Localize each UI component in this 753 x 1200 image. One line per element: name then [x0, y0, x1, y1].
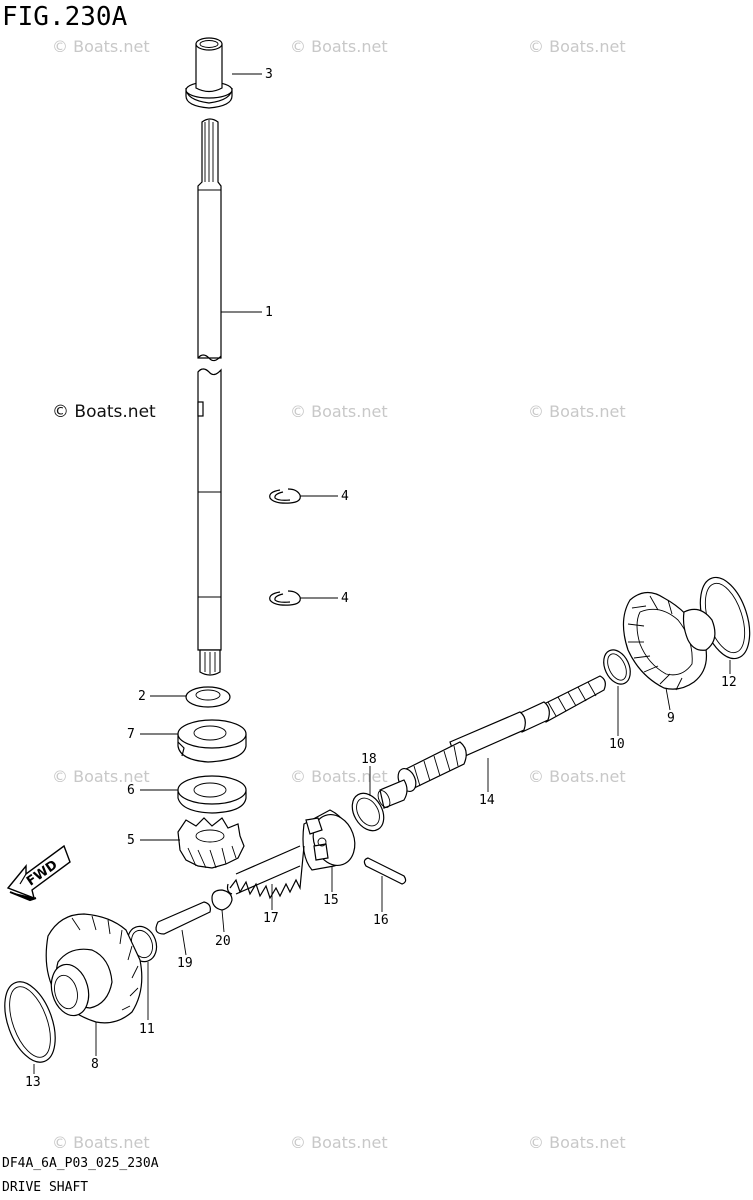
callout-10: 10 [609, 737, 625, 752]
watermark: © Boats.net [290, 37, 388, 56]
part-1-drive-shaft [197, 118, 222, 676]
leader-lines [33, 73, 731, 1074]
watermark: © Boats.net [528, 767, 626, 786]
callout-3: 3 [265, 67, 273, 82]
callout-15: 15 [323, 893, 339, 908]
part-2-washer [185, 686, 231, 708]
callout-9: 9 [667, 711, 675, 726]
part-17-spring [226, 845, 305, 900]
figure-name: DRIVE SHAFT [2, 1180, 89, 1195]
watermark: © Boats.net [528, 402, 626, 421]
part-9-reverse-gear [622, 591, 716, 691]
callout-1: 1 [265, 305, 273, 320]
watermark: © Boats.net [290, 767, 388, 786]
callout-5: 5 [127, 833, 135, 848]
part-4-circlip-upper [269, 488, 301, 504]
watermark: © Boats.net [528, 1133, 626, 1152]
callout-12: 12 [721, 675, 737, 690]
part-16-pin [363, 857, 407, 885]
part-3-bushing [185, 37, 233, 109]
callout-7: 7 [127, 727, 135, 742]
callout-2: 2 [138, 689, 146, 704]
watermark: © Boats.net [52, 767, 150, 786]
part-14-propeller-shaft [377, 675, 606, 809]
figure-title: FIG.230A [2, 2, 128, 32]
callout-13: 13 [25, 1075, 41, 1090]
part-18-ring [351, 792, 385, 832]
part-19-push-rod [155, 901, 211, 935]
watermark: © Boats.net [290, 402, 388, 421]
callout-20: 20 [215, 934, 231, 949]
part-20-plunger [211, 889, 233, 911]
watermark: © Boats.net [52, 1133, 150, 1152]
callout-17: 17 [263, 911, 279, 926]
part-7-shim [177, 719, 247, 763]
callout-14: 14 [479, 793, 495, 808]
watermark: © Boats.net [290, 1133, 388, 1152]
callout-16: 16 [373, 913, 389, 928]
figure-code: DF4A_6A_P03_025_230A [2, 1156, 159, 1171]
part-15-clutch-dog [302, 809, 356, 871]
part-4-circlip-lower [269, 590, 301, 606]
watermark-primary: © Boats.net [52, 402, 156, 422]
callout-8: 8 [91, 1057, 99, 1072]
watermark: © Boats.net [52, 37, 150, 56]
callout-6: 6 [127, 783, 135, 798]
callout-18: 18 [361, 752, 377, 767]
part-13-shim [4, 981, 56, 1063]
part-5-pinion-gear [177, 817, 245, 869]
callout-19: 19 [177, 956, 193, 971]
part-6-washer [177, 775, 247, 814]
part-8-forward-gear [45, 913, 143, 1024]
callout-4: 4 [341, 489, 349, 504]
part-10-ring [603, 649, 631, 685]
fwd-arrow-icon [6, 844, 71, 902]
callout-11: 11 [139, 1022, 155, 1037]
callout-4: 4 [341, 591, 349, 606]
watermark: © Boats.net [528, 37, 626, 56]
